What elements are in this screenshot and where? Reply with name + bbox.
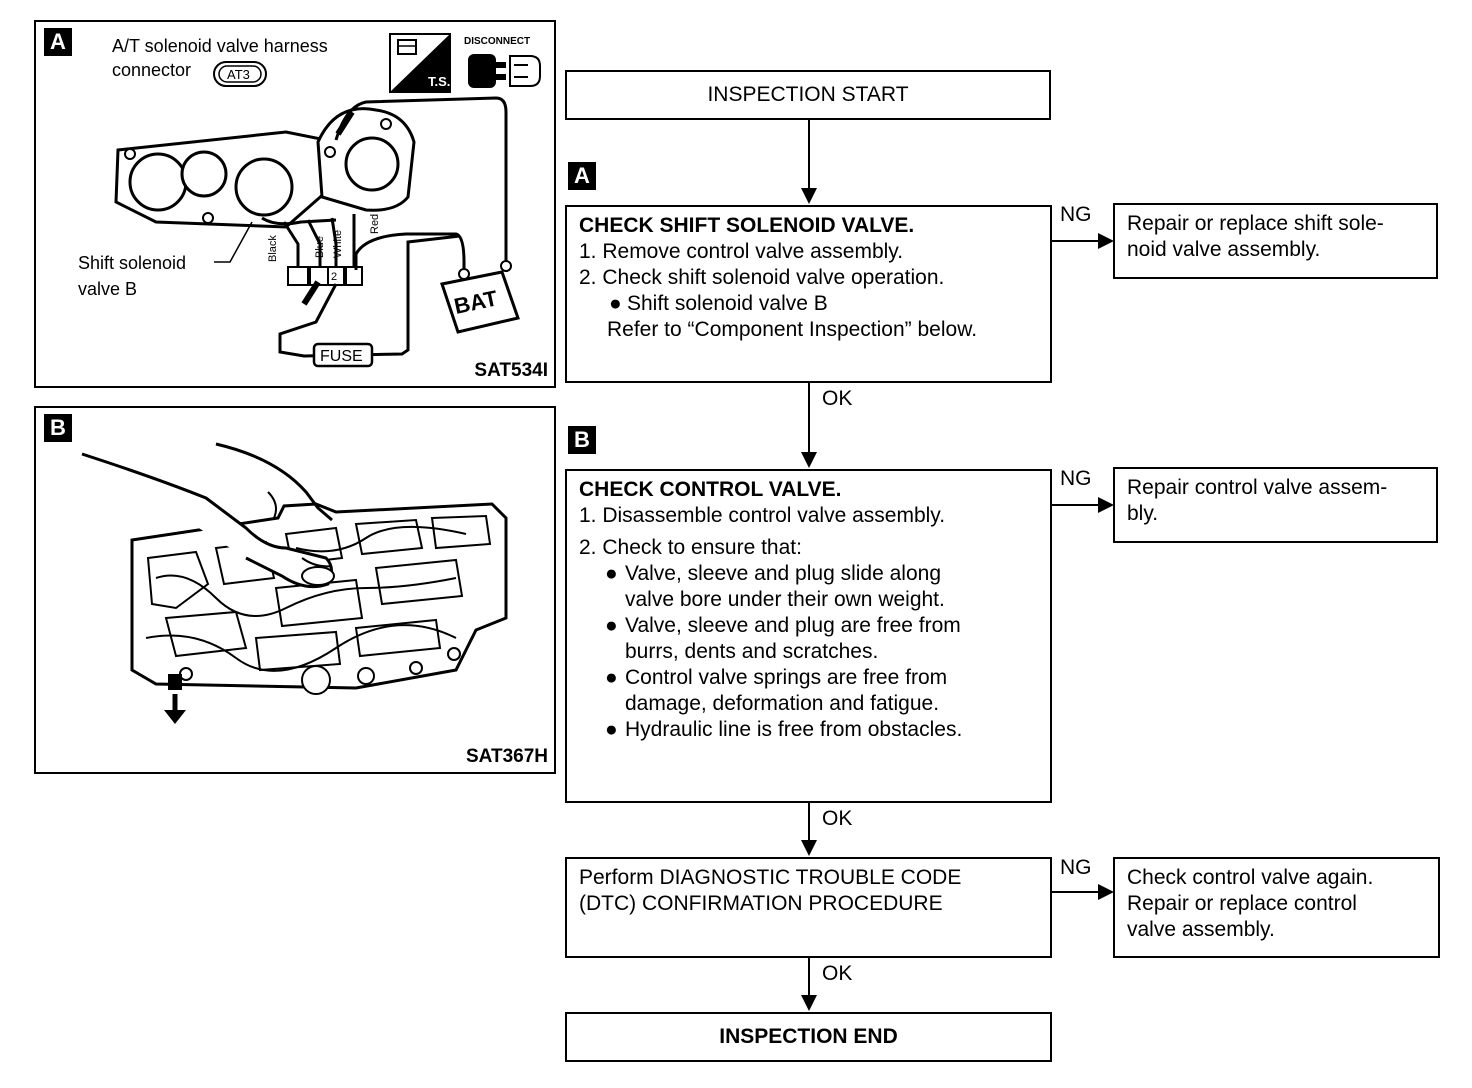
callout-line-1: Shift solenoid <box>78 253 187 273</box>
solenoid-test-illustration: T.S. DISCONNECT AT3 <box>114 30 546 368</box>
figure-code-b: SAT367H <box>465 746 548 767</box>
bullet-glyph: ● <box>605 562 618 585</box>
caption-line-2: connector <box>112 60 192 80</box>
ng-b-line-1: Repair control valve assem- <box>1127 476 1388 499</box>
panel-a-badge: A <box>44 28 72 56</box>
connector-b-c <box>808 803 810 843</box>
arrowhead-ng-b <box>1098 497 1114 513</box>
step-b-line-2: 2. Check to ensure that: <box>579 536 802 559</box>
shift-solenoid-callout: Shift solenoid valve B <box>78 250 186 302</box>
step-a-title: CHECK SHIFT SOLENOID VALVE. <box>579 214 915 237</box>
ok-label-a: OK <box>822 387 853 410</box>
step-a-line-1: 1. Remove control valve assembly. <box>579 240 904 263</box>
figure-code-a: SAT534I <box>474 360 548 381</box>
bullet-glyph: ● <box>605 666 618 689</box>
wire-blue-label: Blue <box>314 236 326 258</box>
pin-number: 2 <box>331 271 337 283</box>
step-b-bullet-3-cont: damage, deformation and fatigue. <box>625 692 940 715</box>
ng-c-line-2: Repair or replace control <box>1127 892 1357 915</box>
step-b-title: CHECK CONTROL VALVE. <box>579 478 842 501</box>
step-b-bullet-2-cont: burrs, dents and scratches. <box>625 640 879 663</box>
step-b-bullet-3-text: Control valve springs are free from <box>625 666 948 689</box>
caption-line-1: A/T solenoid valve harness <box>112 36 328 56</box>
step-a-bullet: ● Shift solenoid valve B <box>579 291 1038 317</box>
ng-b-line-2: bly. <box>1127 502 1159 525</box>
fuse-icon: FUSE <box>312 342 374 368</box>
panel-a-caption: A/T solenoid valve harness connector <box>112 34 328 82</box>
disconnect-label: DISCONNECT <box>464 36 530 47</box>
connector-code: AT3 <box>227 67 250 82</box>
step-b-bullet-2: ● Valve, sleeve and plug are free from <box>579 613 1038 639</box>
wire-white-label: White <box>332 230 344 258</box>
ng-label-c: NG <box>1060 856 1092 879</box>
figure-panel-a: T.S. DISCONNECT AT3 <box>34 20 556 388</box>
check-shift-solenoid-box: CHECK SHIFT SOLENOID VALVE. 1. Remove co… <box>565 205 1052 383</box>
ng-a-line-1: Repair or replace shift sole- <box>1127 212 1384 235</box>
step-a-bullet-text: Shift solenoid valve B <box>627 292 828 315</box>
inspection-start-label: INSPECTION START <box>707 83 909 106</box>
fuse-label: FUSE <box>320 348 363 365</box>
ok-label-b: OK <box>822 807 853 830</box>
check-control-valve-box: CHECK CONTROL VALVE. 1. Disassemble cont… <box>565 469 1052 803</box>
bullet-glyph: ● <box>605 614 618 637</box>
callout-line-2: valve B <box>78 279 138 299</box>
arrowhead-ng-a <box>1098 233 1114 249</box>
step-a-badge: A <box>568 162 596 190</box>
ts-icon: T.S. <box>389 33 451 93</box>
disconnect-icon: DISCONNECT <box>456 30 546 94</box>
step-b-badge: B <box>568 426 596 454</box>
ng-c-line-3: valve assembly. <box>1127 918 1275 941</box>
step-a-line-2: 2. Check shift solenoid valve operation. <box>579 266 945 289</box>
arrowhead-a <box>801 188 817 204</box>
step-b-bullet-3: ● Control valve springs are free from <box>579 665 1038 691</box>
step-c-line-2: (DTC) CONFIRMATION PROCEDURE <box>579 892 943 915</box>
connector-c-end <box>808 958 810 998</box>
ts-label: T.S. <box>428 74 450 89</box>
step-b-bullet-1-text: Valve, sleeve and plug slide along <box>625 562 941 585</box>
ng-b-result-box: Repair control valve assem- bly. <box>1113 467 1438 543</box>
connector-ng-b <box>1052 504 1102 506</box>
ng-a-line-2: noid valve assembly. <box>1127 238 1321 261</box>
connector-a-b <box>808 383 810 455</box>
bullet-glyph: ● <box>605 718 618 741</box>
ng-label-b: NG <box>1060 467 1092 490</box>
ng-label-a: NG <box>1060 203 1092 226</box>
arrowhead-end <box>801 995 817 1011</box>
step-b-bullet-4: ● Hydraulic line is free from obstacles. <box>579 717 1038 743</box>
inspection-end-label: INSPECTION END <box>719 1025 898 1048</box>
ok-label-c: OK <box>822 962 853 985</box>
arrowhead-c <box>801 840 817 856</box>
connector-ng-c <box>1052 891 1102 893</box>
figure-panel-b: B SAT367H <box>34 406 556 774</box>
wire-black-label: Black <box>267 235 279 262</box>
step-b-bullet-2-text: Valve, sleeve and plug are free from <box>625 614 961 637</box>
ng-c-result-box: Check control valve again. Repair or rep… <box>1113 857 1440 958</box>
step-b-line-1: 1. Disassemble control valve assembly. <box>579 504 946 527</box>
inspection-end-box: INSPECTION END <box>565 1012 1052 1062</box>
inspection-start-box: INSPECTION START <box>565 70 1051 120</box>
panel-b-badge: B <box>44 414 72 442</box>
step-a-line-3: Refer to “Component Inspection” below. <box>607 318 978 341</box>
bullet-glyph: ● <box>609 292 622 315</box>
step-b-bullet-4-text: Hydraulic line is free from obstacles. <box>625 718 963 741</box>
battery-icon: BAT <box>440 260 520 334</box>
connector-start-a <box>808 120 810 192</box>
ng-c-line-1: Check control valve again. <box>1127 866 1374 889</box>
wire-red-label: Red <box>369 214 381 234</box>
arrowhead-ng-c <box>1098 884 1114 900</box>
step-b-bullet-1: ● Valve, sleeve and plug slide along <box>579 561 1038 587</box>
control-valve-illustration <box>81 442 508 724</box>
step-b-bullet-1-cont: valve bore under their own weight. <box>625 588 945 611</box>
arrowhead-b <box>801 452 817 468</box>
step-c-line-1: Perform DIAGNOSTIC TROUBLE CODE <box>579 866 962 889</box>
connector-ng-a <box>1052 240 1102 242</box>
dtc-confirmation-box: Perform DIAGNOSTIC TROUBLE CODE (DTC) CO… <box>565 857 1052 958</box>
ng-a-result-box: Repair or replace shift sole- noid valve… <box>1113 203 1438 279</box>
